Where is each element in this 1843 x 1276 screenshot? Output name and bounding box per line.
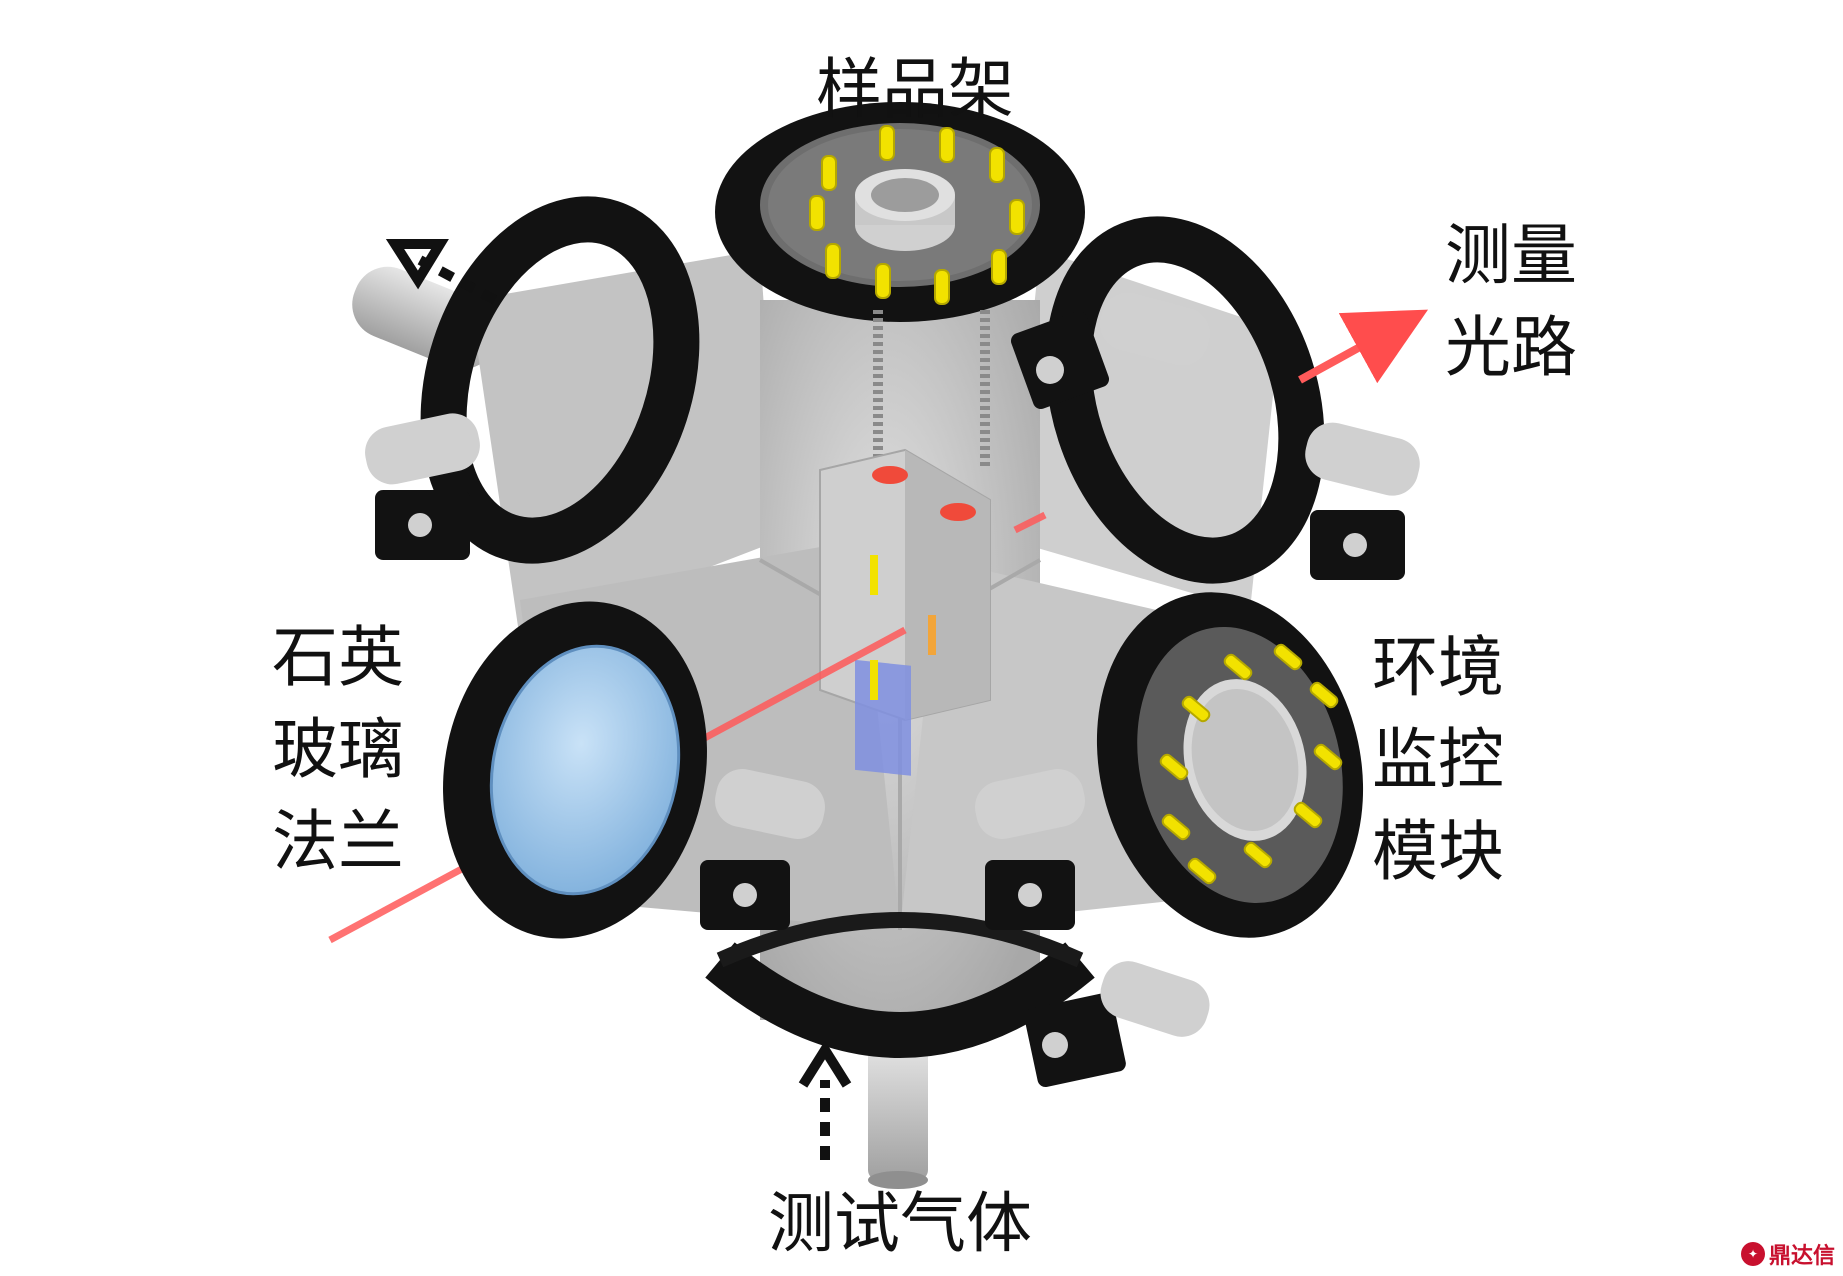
quartz-glass-flange xyxy=(443,601,707,939)
gas-inlet-arrow xyxy=(798,1040,852,1160)
clamp-ring-back-left xyxy=(420,196,700,564)
label-quartz-flange-line-3: 法兰 xyxy=(272,803,404,880)
exhaust-arrow xyxy=(385,239,498,305)
label-measurement-path: 测量 光路 xyxy=(1445,210,1577,394)
label-quartz-flange-line-1: 石英 xyxy=(272,619,404,696)
clamp-latches xyxy=(365,292,1420,1087)
label-env-monitor-line-3: 模块 xyxy=(1372,813,1504,890)
watermark-logo: ✦ 鼎达信 xyxy=(1740,1238,1835,1270)
label-env-monitor-line-1: 环境 xyxy=(1372,629,1504,706)
label-sample-holder: 样品架 xyxy=(816,51,1014,128)
label-env-monitor-line-2: 监控 xyxy=(1372,721,1504,798)
env-monitor-bolts xyxy=(1159,643,1343,885)
watermark-logo-text: 鼎达信 xyxy=(1768,1244,1835,1269)
label-test-gas: 测试气体 xyxy=(768,1185,1032,1262)
label-measurement-path-line-2: 光路 xyxy=(1445,309,1577,386)
label-env-monitor: 环境 监控 模块 xyxy=(1372,622,1504,898)
clamp-ring-bottom xyxy=(705,912,1095,1058)
top-flange-bolts xyxy=(809,125,1025,305)
clamp-ring-back-right xyxy=(1045,216,1325,584)
label-quartz-flange: 石英 玻璃 法兰 xyxy=(272,612,404,888)
label-measurement-path-line-1: 测量 xyxy=(1445,217,1577,294)
bottom-gas-inlet-pipe xyxy=(868,1040,928,1189)
label-quartz-flange-line-2: 玻璃 xyxy=(272,711,404,788)
watermark-logo-icon: ✦ xyxy=(1740,1242,1765,1266)
